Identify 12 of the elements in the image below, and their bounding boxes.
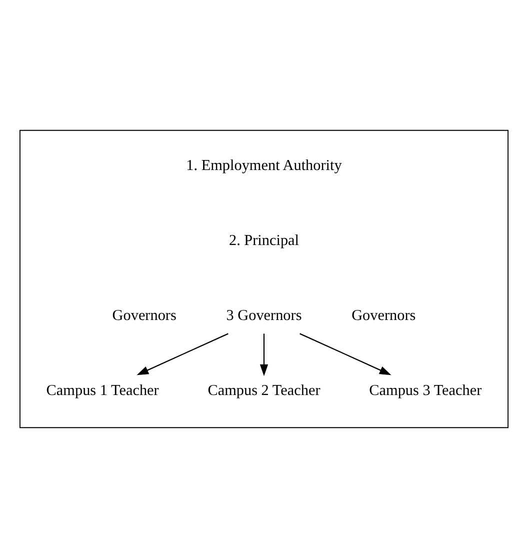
label: 2. Principal <box>228 232 300 250</box>
cluster <box>20 130 509 428</box>
label: Governors <box>352 307 416 324</box>
node-text: Campus 1 Teacher <box>46 382 159 400</box>
arrow <box>136 333 228 376</box>
arrow <box>300 333 392 376</box>
node-text: Campus 3 Teacher <box>369 382 482 400</box>
label: Governors <box>112 307 176 324</box>
node-text: Campus 2 Teacher <box>208 382 320 400</box>
label: 1. Employment Authority <box>186 157 342 174</box>
arrow <box>260 334 268 376</box>
node-text: 3 Governors <box>226 307 302 324</box>
